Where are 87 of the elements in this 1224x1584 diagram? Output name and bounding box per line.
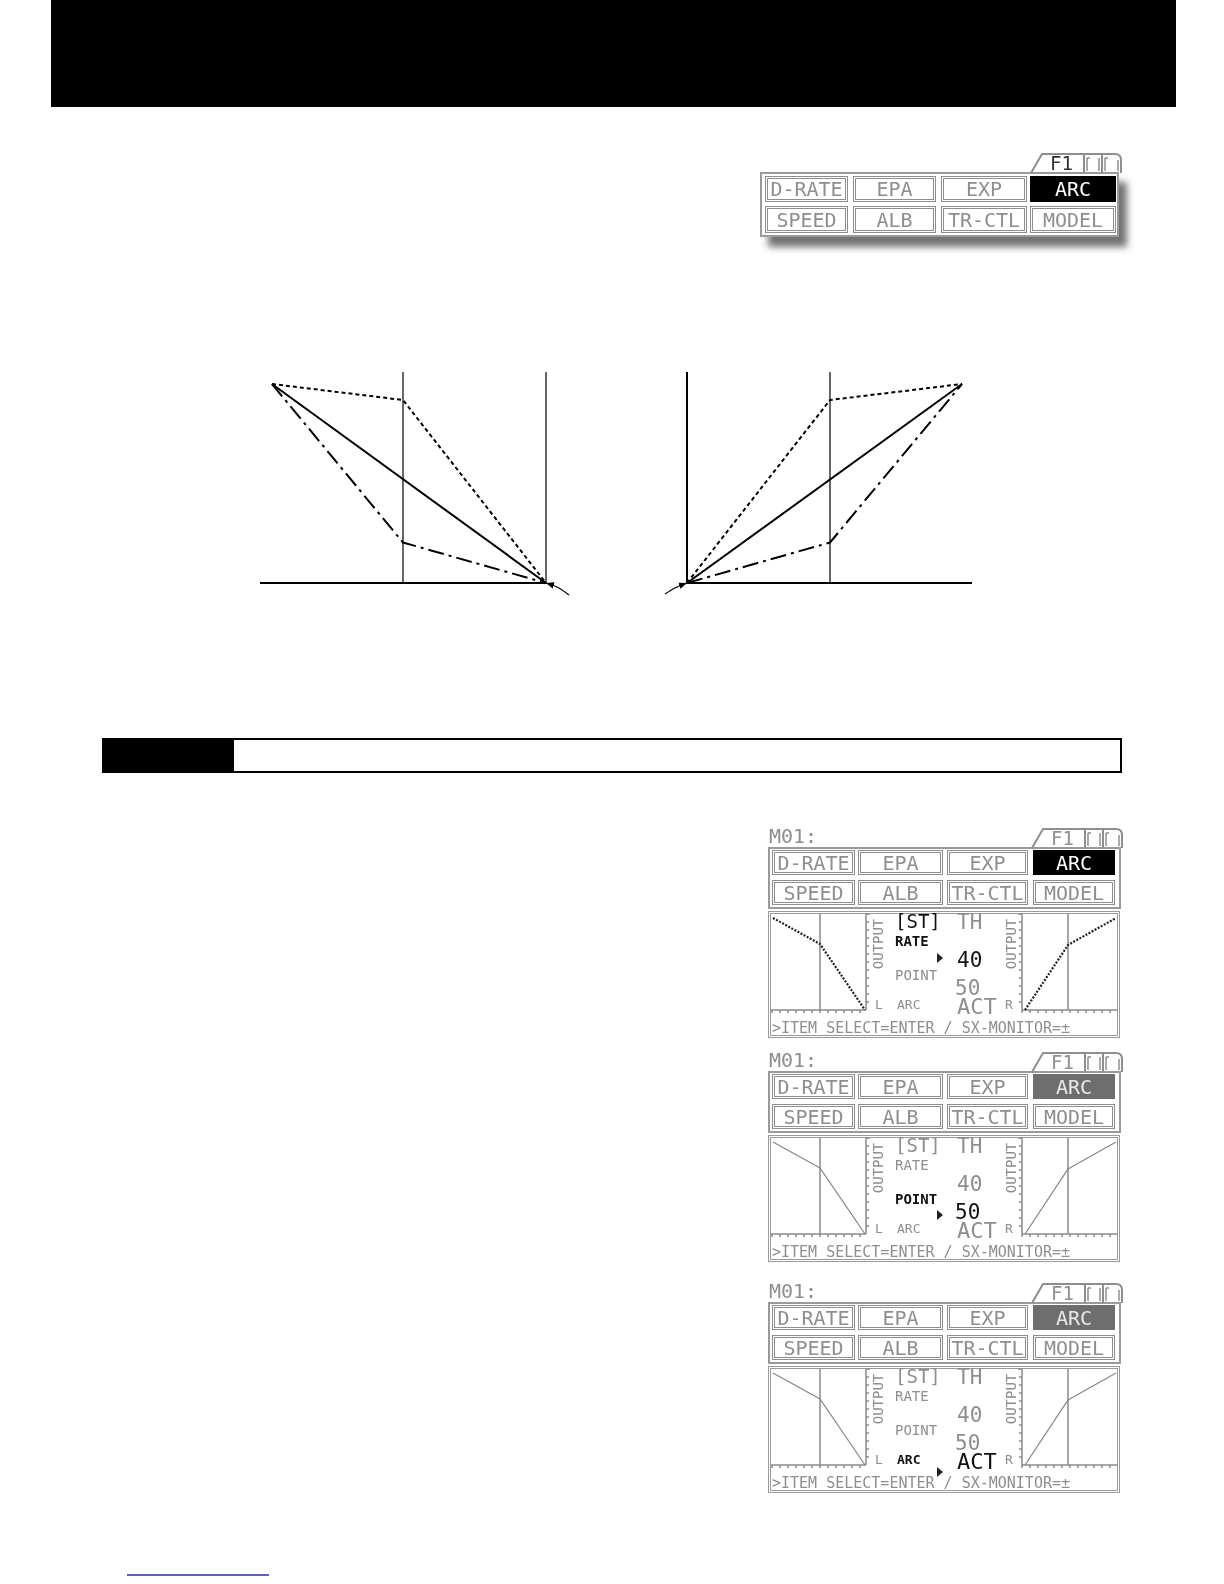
setting-label: POINT bbox=[895, 1194, 938, 1206]
model-label: M01: bbox=[769, 1283, 818, 1299]
menu-button: EPA bbox=[853, 176, 936, 202]
status-line: >ITEM SELECT=ENTER / SX-MONITOR=± bbox=[772, 1022, 1070, 1034]
channel-label: [ST] bbox=[895, 1369, 941, 1385]
model-label: M01: bbox=[769, 1052, 818, 1068]
axis-label: OUTPUT bbox=[1005, 1142, 1018, 1193]
selected-menu-button: ARC bbox=[1030, 176, 1116, 202]
setting-value: ACT bbox=[957, 1222, 997, 1240]
axis-label: OUTPUT bbox=[872, 918, 885, 969]
section-heading-bar bbox=[102, 738, 1122, 773]
menu-button: SPEED bbox=[772, 1104, 855, 1129]
channel-label: [ST] bbox=[895, 1138, 941, 1154]
side-label: R bbox=[1005, 1455, 1013, 1466]
side-label: L bbox=[875, 1000, 883, 1011]
selected-menu-button: ARC bbox=[1033, 1305, 1115, 1330]
menu-button: MODEL bbox=[1033, 1104, 1115, 1129]
channel-label: TH bbox=[957, 914, 983, 931]
menu-button: SPEED bbox=[772, 1335, 855, 1360]
setting-value: 50 bbox=[955, 980, 981, 997]
setting-label: RATE bbox=[895, 1391, 929, 1403]
menu-button: TR-CTL bbox=[947, 880, 1028, 905]
setting-value: 50 bbox=[955, 1204, 981, 1221]
menu-button: ALB bbox=[858, 1335, 943, 1360]
line-graph bbox=[259, 371, 546, 583]
side-label: L bbox=[875, 1455, 883, 1466]
menu-button: ALB bbox=[858, 880, 943, 905]
menu-button: EPA bbox=[858, 850, 943, 875]
channel-label: TH bbox=[957, 1369, 983, 1386]
menu-button: EXP bbox=[947, 1305, 1028, 1330]
side-label: R bbox=[1005, 1000, 1013, 1011]
tab-label: F1 bbox=[1051, 1055, 1074, 1071]
lcd-panel bbox=[768, 1135, 1120, 1262]
menu-button: TR-CTL bbox=[947, 1335, 1028, 1360]
setting-label: ARC bbox=[897, 1224, 921, 1235]
status-line: >ITEM SELECT=ENTER / SX-MONITOR=± bbox=[772, 1477, 1070, 1489]
menu-button: D-RATE bbox=[772, 1305, 855, 1330]
model-label: M01: bbox=[769, 828, 818, 844]
menu-button: EXP bbox=[947, 1074, 1028, 1099]
axis-label: OUTPUT bbox=[872, 1142, 885, 1193]
menu-button: TR-CTL bbox=[941, 206, 1027, 233]
tab-label: F1 bbox=[1051, 831, 1074, 847]
selected-menu-button: ARC bbox=[1033, 1074, 1115, 1099]
menu-button: D-RATE bbox=[772, 850, 855, 875]
menu-button: D-RATE bbox=[772, 1074, 855, 1099]
menu-button: TR-CTL bbox=[947, 1104, 1028, 1129]
menu-button: ALB bbox=[853, 206, 936, 233]
setting-value: 40 bbox=[957, 1407, 983, 1424]
setting-label: POINT bbox=[895, 1425, 938, 1437]
side-label: L bbox=[875, 1224, 883, 1235]
setting-value: 50 bbox=[955, 1435, 981, 1452]
channel-label: TH bbox=[957, 1138, 983, 1155]
axis-label: OUTPUT bbox=[872, 1373, 885, 1424]
menu-button: ALB bbox=[858, 1104, 943, 1129]
menu-button: MODEL bbox=[1033, 1335, 1115, 1360]
line-graph bbox=[687, 371, 973, 583]
tab-label: F1 bbox=[1051, 1286, 1074, 1302]
menu-button: EXP bbox=[941, 176, 1027, 202]
setting-label: POINT bbox=[895, 970, 938, 982]
selected-menu-button: ARC bbox=[1033, 850, 1115, 875]
menu-button: SPEED bbox=[772, 880, 855, 905]
setting-value: ACT bbox=[957, 998, 997, 1016]
axis-label: OUTPUT bbox=[1005, 1373, 1018, 1424]
status-line: >ITEM SELECT=ENTER / SX-MONITOR=± bbox=[772, 1246, 1070, 1258]
channel-label: [ST] bbox=[895, 914, 941, 930]
tab-label: F1 bbox=[1050, 156, 1073, 172]
menu-button: EPA bbox=[858, 1074, 943, 1099]
setting-value: 40 bbox=[957, 1176, 983, 1193]
setting-label: ARC bbox=[897, 1455, 921, 1466]
setting-value: ACT bbox=[957, 1453, 997, 1471]
lcd-panel bbox=[768, 911, 1120, 1038]
setting-label: RATE bbox=[895, 936, 929, 948]
menu-button: SPEED bbox=[765, 206, 848, 233]
leader-arrow bbox=[664, 582, 688, 595]
lcd-panel bbox=[768, 1366, 1120, 1493]
axis-label: OUTPUT bbox=[1005, 918, 1018, 969]
menu-button: EXP bbox=[947, 850, 1028, 875]
side-label: R bbox=[1005, 1224, 1013, 1235]
menu-button: D-RATE bbox=[765, 176, 848, 202]
setting-label: ARC bbox=[897, 1000, 921, 1011]
menu-button: MODEL bbox=[1030, 206, 1116, 233]
setting-label: RATE bbox=[895, 1160, 929, 1172]
menu-button: EPA bbox=[858, 1305, 943, 1330]
setting-value: 40 bbox=[957, 952, 983, 969]
header-band bbox=[51, 0, 1176, 107]
menu-button: MODEL bbox=[1033, 880, 1115, 905]
leader-arrow bbox=[545, 582, 570, 596]
